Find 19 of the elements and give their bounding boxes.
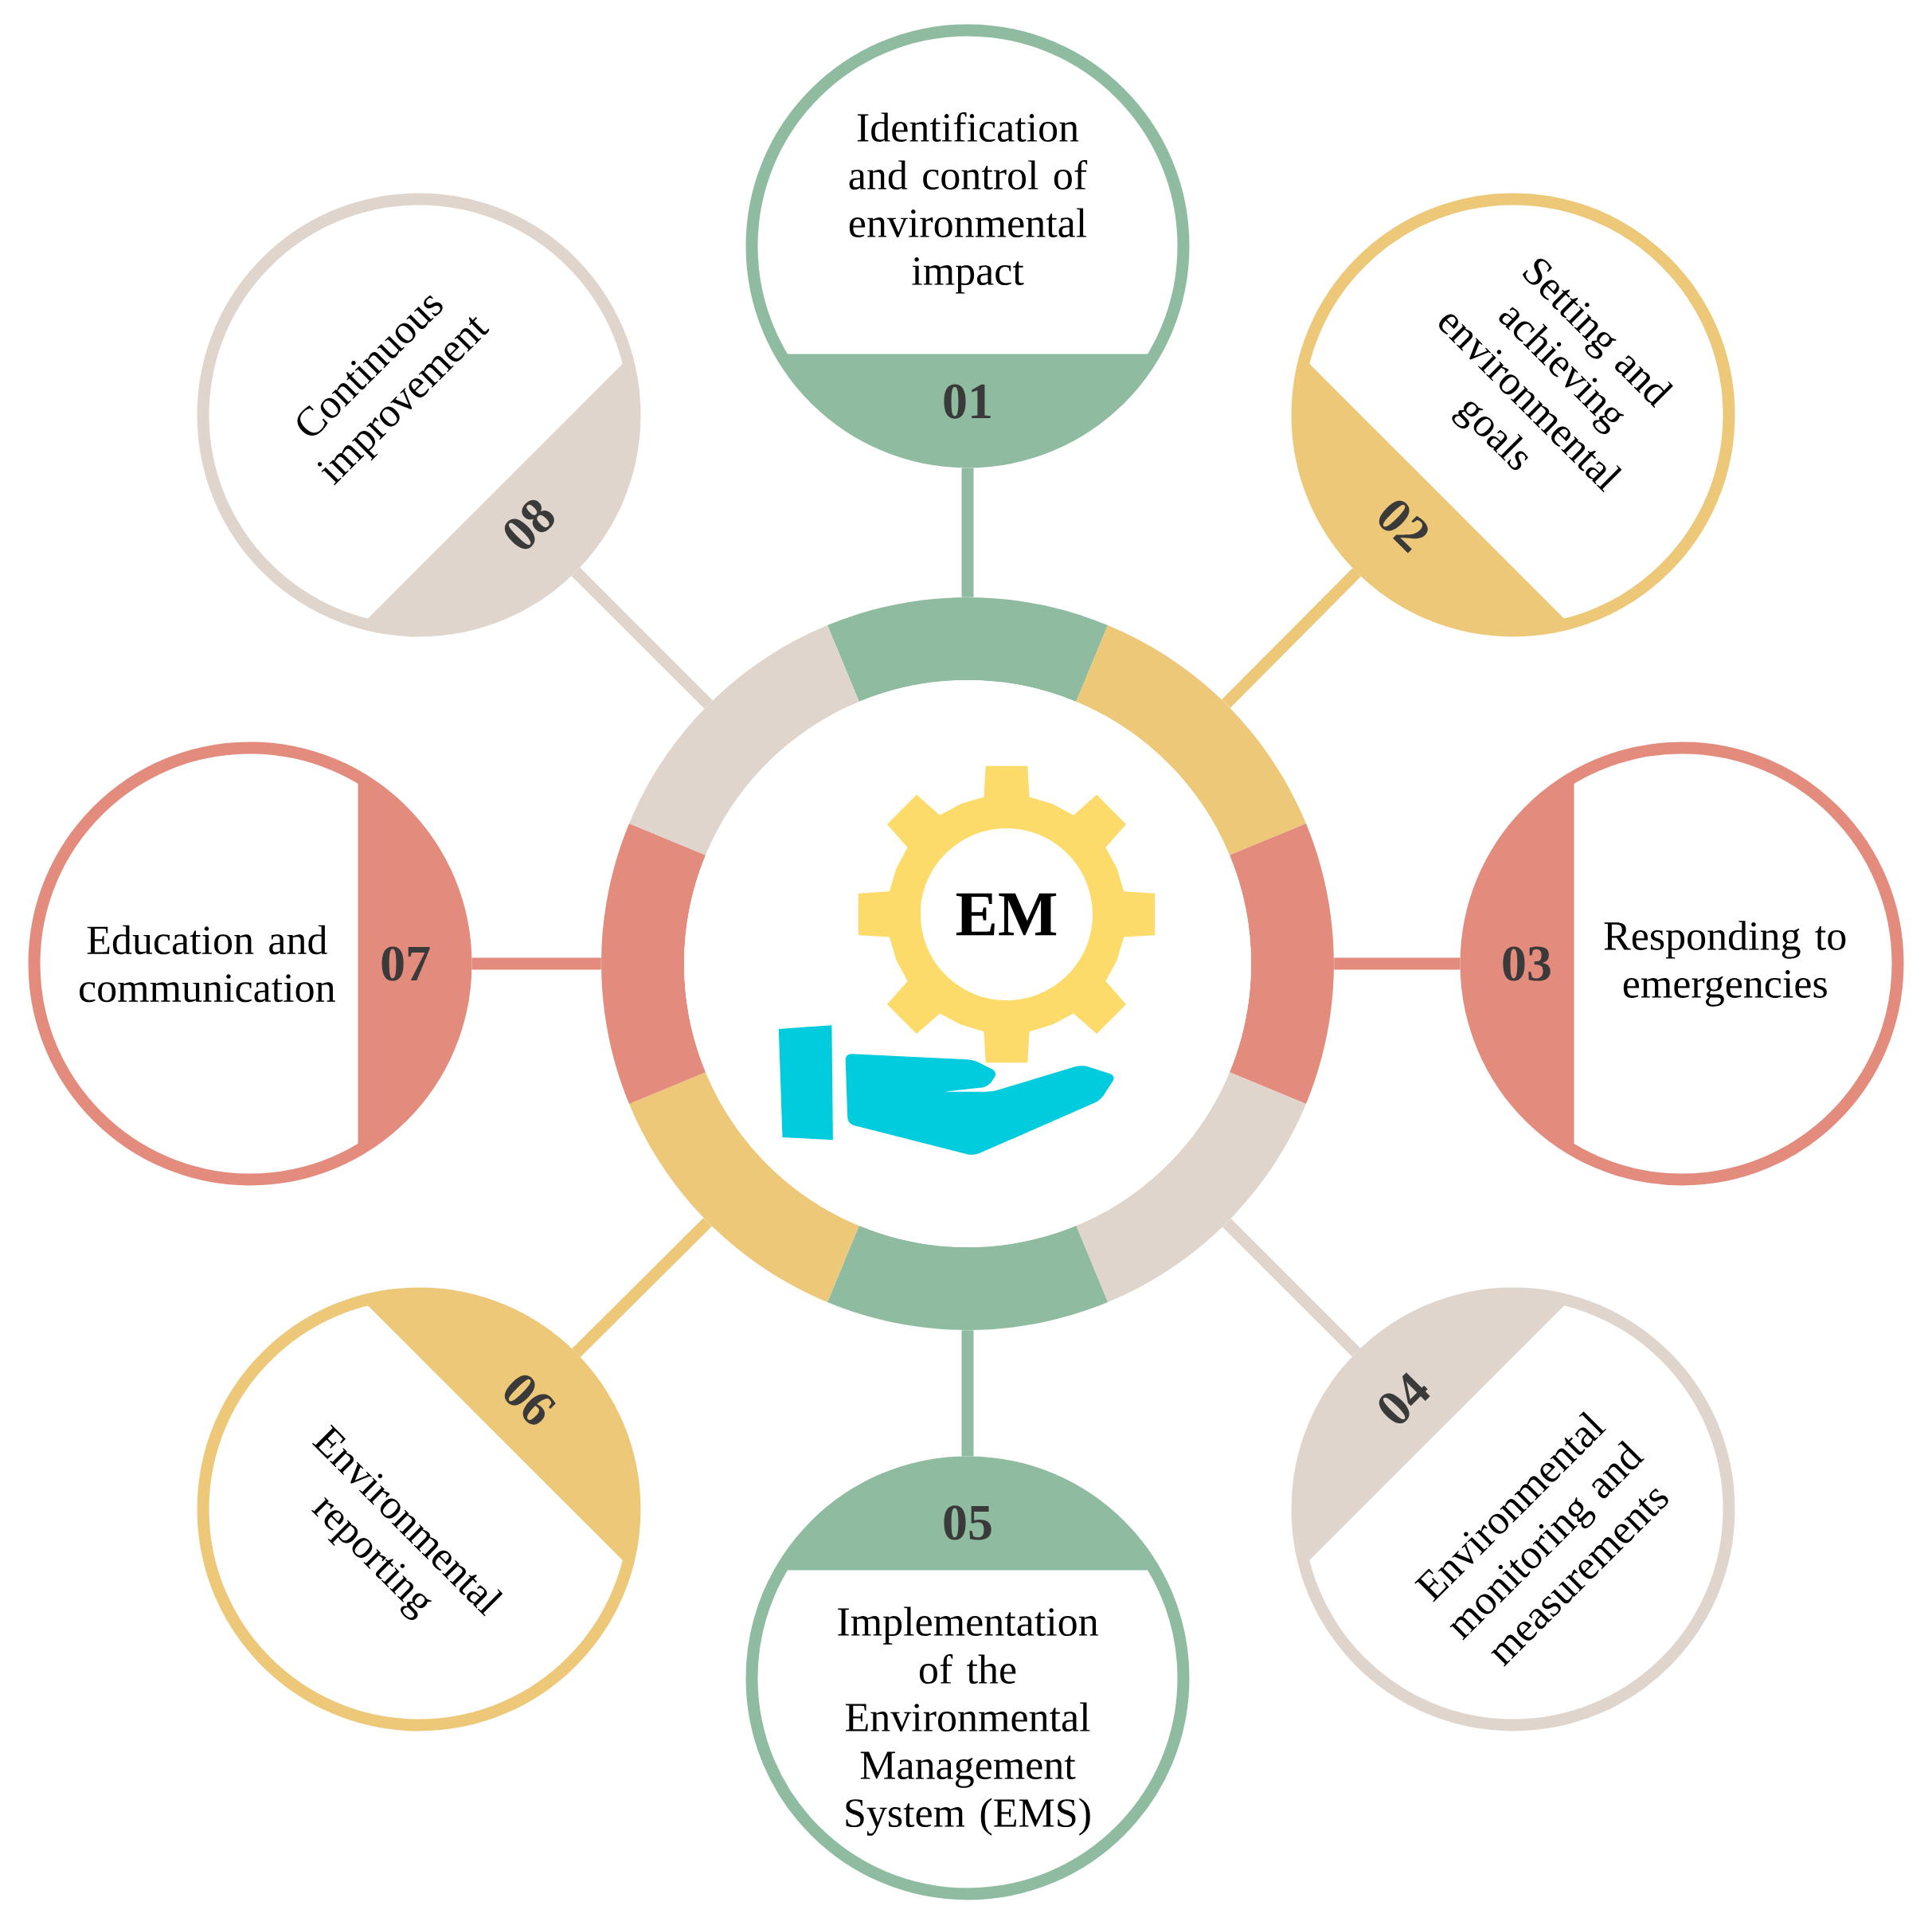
step-label: Responding to emergencies	[1604, 921, 1846, 1007]
connector-line	[1222, 1219, 1361, 1357]
step-number: 03	[1503, 946, 1551, 981]
connector-line	[961, 468, 974, 597]
step-number: 06	[504, 1375, 556, 1425]
connector-line	[1334, 957, 1461, 970]
step-label: Identification and control of environmental impact	[849, 112, 1088, 294]
connector-line	[572, 1218, 712, 1357]
step-number: 07	[381, 946, 430, 981]
step-number: 05	[944, 1505, 991, 1540]
connector-line	[571, 567, 713, 709]
step-number: 01	[944, 384, 991, 419]
step-label: Implementation of the Environmental Management System (EMS)	[838, 1606, 1098, 1836]
connector-line	[471, 957, 601, 970]
step-number: 08	[504, 499, 554, 550]
connector-line	[1222, 568, 1361, 708]
step-number: 02	[1379, 500, 1428, 554]
connector-line	[961, 1330, 974, 1457]
step-label: Education and communication	[80, 925, 335, 1003]
